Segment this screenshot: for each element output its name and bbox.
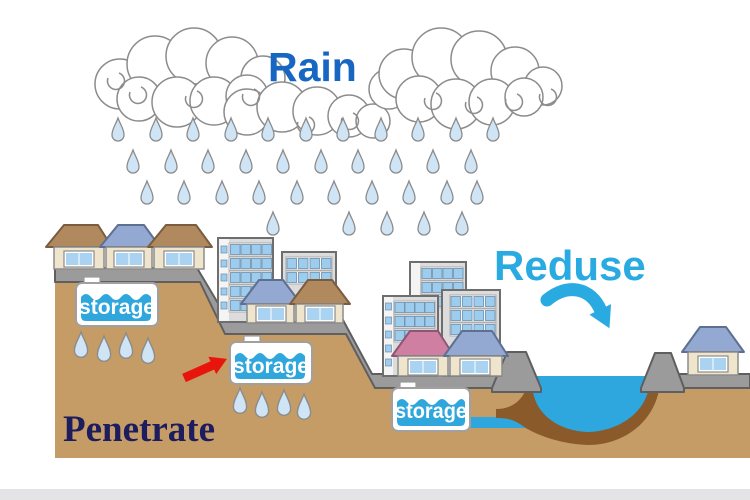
house-icon	[240, 279, 302, 324]
rain-label: Rain	[268, 44, 357, 90]
house-icon	[681, 326, 745, 376]
river-water	[530, 376, 652, 432]
rain-drops	[111, 117, 500, 236]
storage-label: storage	[395, 400, 467, 423]
house-icon	[99, 224, 161, 270]
red-arrow-icon	[182, 356, 227, 383]
levee-right	[640, 352, 685, 393]
reduse-label: Reduse	[494, 242, 646, 289]
house-icon	[45, 224, 113, 270]
house-icon	[443, 330, 509, 377]
bottom-bar	[0, 489, 750, 500]
house-icon	[289, 279, 351, 324]
storage-label: storage	[233, 355, 309, 378]
penetrate-label: Penetrate	[63, 409, 215, 450]
curved-arrow-icon	[540, 283, 612, 329]
house-icon	[391, 330, 455, 377]
storage-tank-icon: storage	[75, 276, 159, 327]
storage-tank-icon: storage	[391, 381, 471, 432]
house-icon	[147, 224, 213, 270]
storage-label: storage	[79, 296, 155, 319]
storage-tank-icon: storage	[229, 335, 313, 385]
levee-left	[491, 351, 542, 393]
